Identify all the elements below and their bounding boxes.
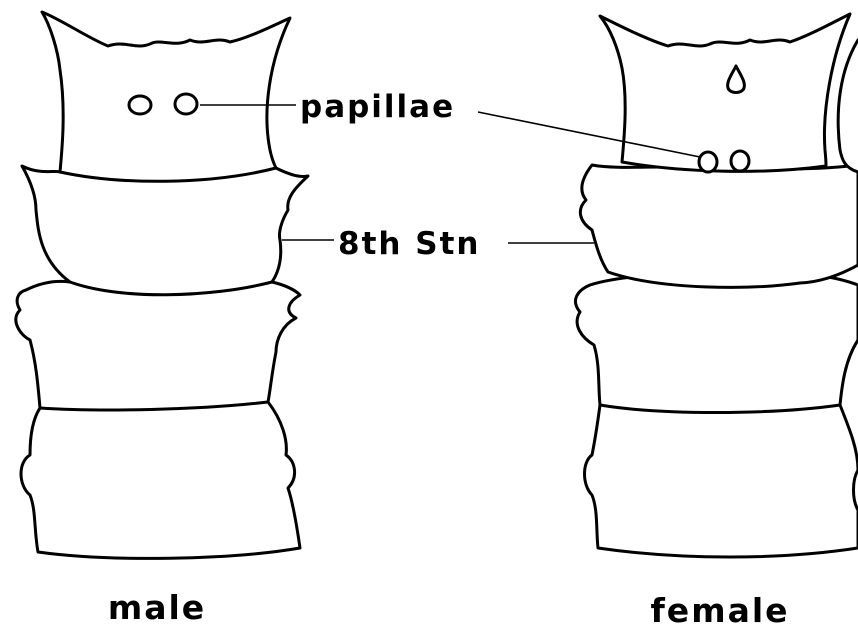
male-specimen [14, 10, 310, 560]
male-papilla-right [173, 92, 199, 116]
male-papilla-left [127, 94, 153, 116]
female-median-marking [726, 64, 746, 94]
female-segment-3 [574, 270, 858, 414]
male-segment-4 [19, 394, 302, 560]
papillae-leader-female [477, 111, 701, 158]
eighth-sternite-label: 8th Stn [338, 226, 480, 262]
papillae-label: papillae [300, 89, 455, 125]
female-segment-4 [583, 393, 858, 559]
male-label: male [108, 588, 206, 627]
female-top-plate [598, 12, 852, 173]
female-papilla-left [697, 150, 719, 174]
male-segment-8th-sternite [20, 164, 310, 297]
male-top-plate [40, 10, 292, 183]
female-segment-8th-sternite [578, 163, 858, 289]
female-specimen [574, 12, 858, 559]
female-neighbor-edge [836, 38, 858, 174]
female-papilla-right [729, 149, 751, 173]
female-label: female [650, 591, 789, 630]
